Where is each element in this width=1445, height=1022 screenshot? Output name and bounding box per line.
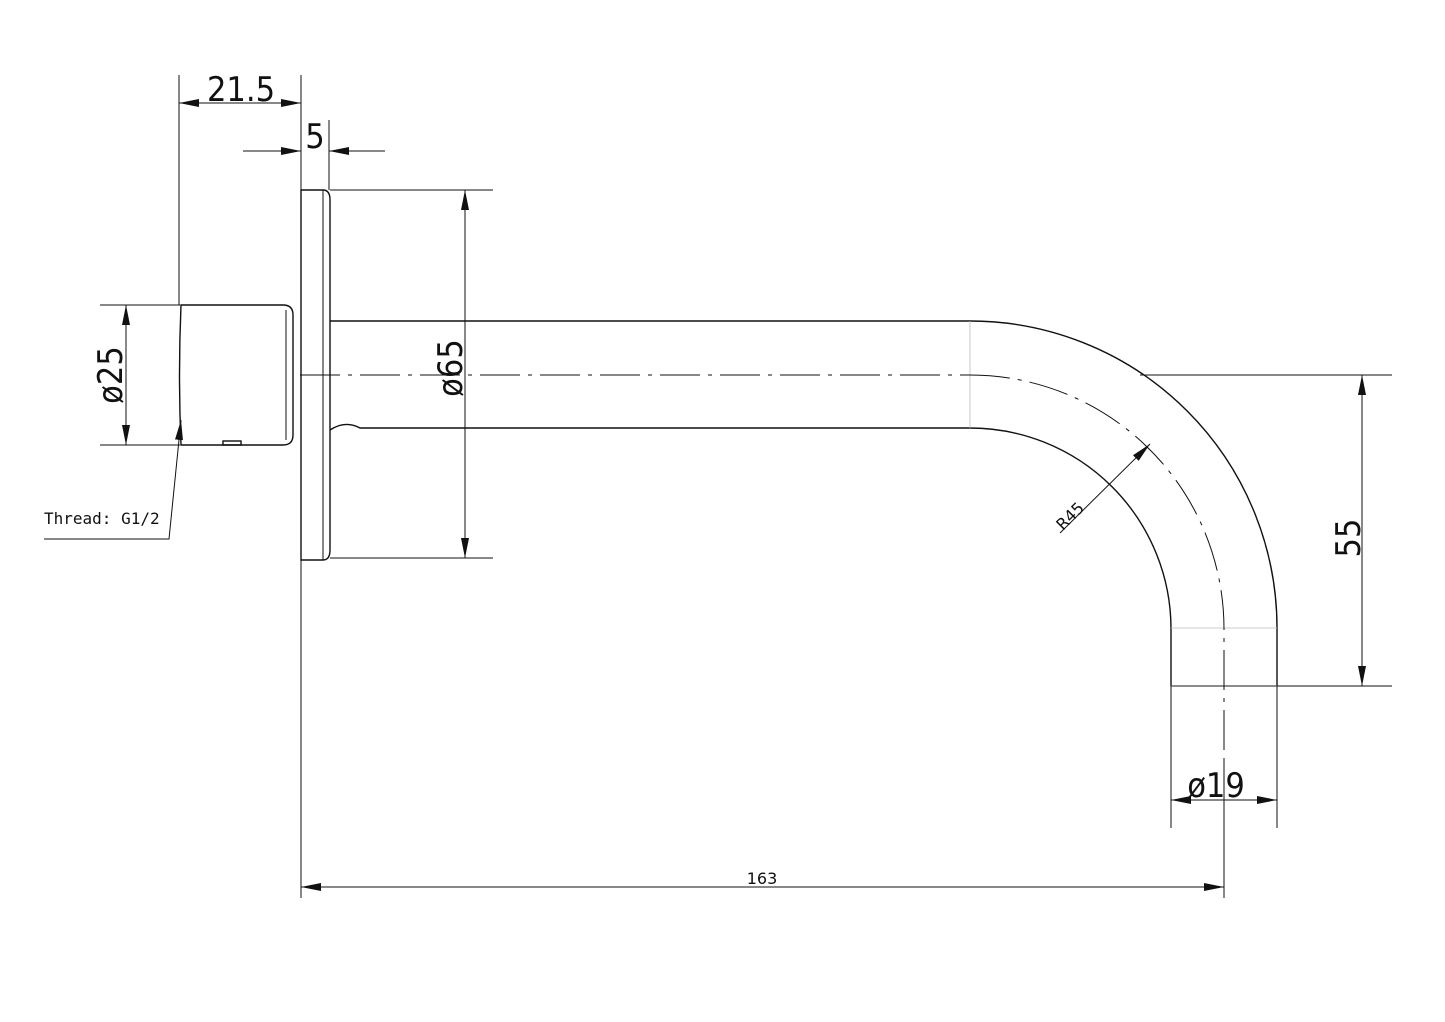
dim-label-21-5: 21.5 (207, 70, 275, 110)
dimension-length-163: 163 (300, 560, 1225, 898)
dimension-dia-65: ø65 (330, 189, 493, 559)
spout-tube (329, 320, 1278, 687)
threaded-connector (178, 304, 294, 446)
dim-label-radius-45: R45 (1052, 498, 1088, 534)
dimension-dia-25: ø25 (91, 304, 180, 446)
dim-label-height-55: 55 (1329, 519, 1369, 558)
dimension-dia-19: ø19 (1170, 686, 1278, 828)
dimension-radius-45: R45 (1052, 443, 1151, 534)
thread-note-label: Thread: G1/2 (44, 509, 160, 528)
dimension-21-5: 21.5 (178, 70, 302, 305)
centerlines (300, 374, 1225, 760)
dim-label-dia-19: ø19 (1187, 766, 1245, 806)
dim-label-length-163: 163 (747, 869, 778, 888)
dim-label-dia-65: ø65 (431, 339, 471, 397)
dim-label-5: 5 (305, 117, 324, 157)
thread-note: Thread: G1/2 (44, 419, 183, 540)
dimension-height-55: 55 (1140, 374, 1392, 687)
dimension-5: 5 (243, 117, 385, 190)
dim-label-dia-25: ø25 (91, 346, 131, 404)
